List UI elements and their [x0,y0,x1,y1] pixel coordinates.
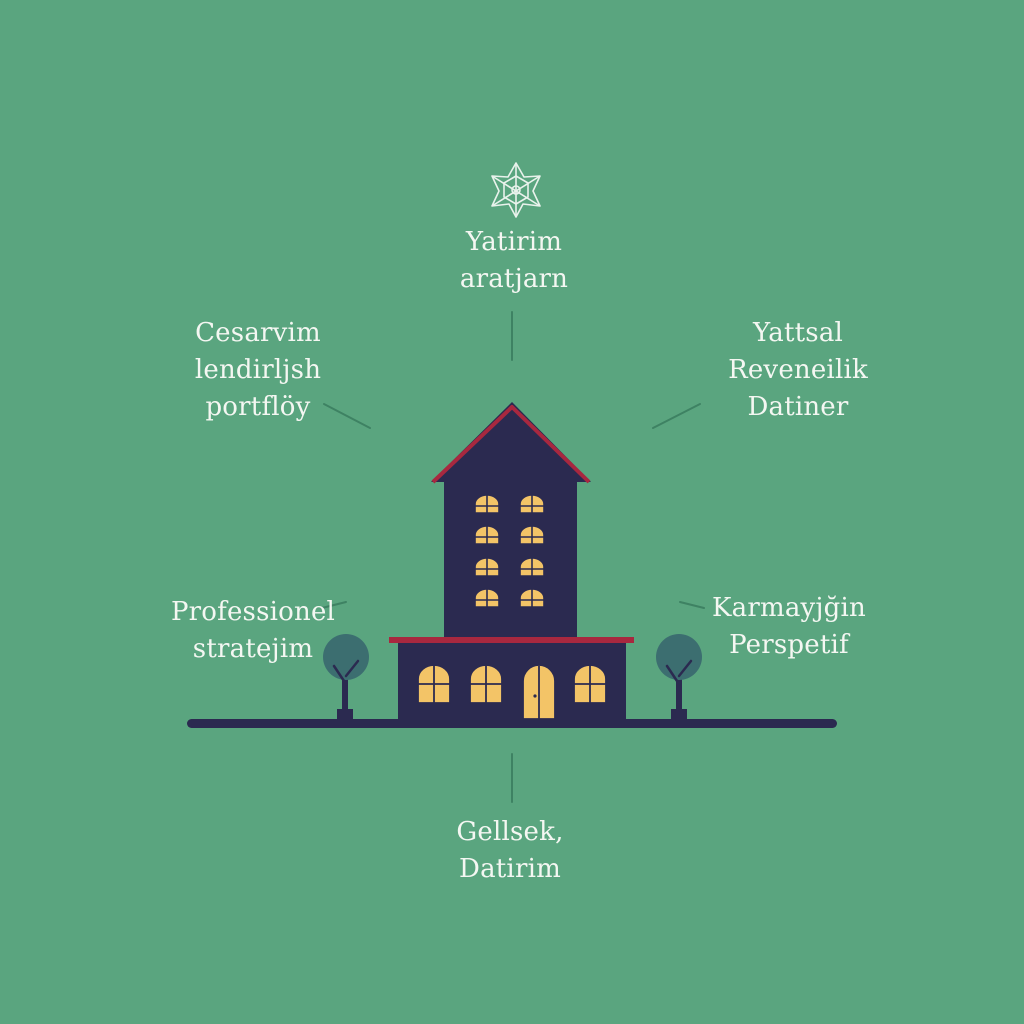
label-bottom: Gellsek, Datirim [410,814,610,888]
label-top-left-line2: lendirljsh [194,355,322,385]
ground-line [187,719,837,728]
building-door [522,664,556,720]
label-top: Yatirim aratjarn [414,224,614,298]
label-top-line2: aratjarn [459,264,569,294]
connector-top-right [652,403,701,429]
tree-left [323,634,369,720]
tower-windows [474,494,545,608]
roof-trim [431,405,591,484]
connector-middle-right [679,601,705,609]
label-top-right-line3: Datiner [747,392,849,422]
label-middle-right: Karmayjğin Perspetif [654,590,924,664]
building-tower [444,480,577,642]
building [389,402,634,722]
building-roof [431,402,591,482]
label-top-right-line1: Yattsal [752,318,844,348]
base-windows [417,664,607,704]
label-bottom-line2: Datirim [459,854,561,884]
label-top-right-line2: Reveneilik [728,355,868,385]
label-middle-left: Professionel stratejim [118,594,388,668]
label-middle-right-line1: Karmayjğin [712,593,866,623]
label-bottom-line1: Gellsek, [456,817,564,847]
connector-lines [321,311,705,803]
connector-middle-left [321,601,347,609]
label-middle-left-line1: Professionel [170,597,336,627]
label-top-left: Cesarvim lendirljsh portflöy [128,315,388,426]
label-middle-right-line2: Perspetif [729,630,849,660]
label-middle-left-line2: stratejim [192,634,314,664]
floor-trim [389,637,634,643]
connector-top-left [323,403,371,429]
tree-right [656,634,702,720]
label-top-right: Yattsal Reveneilik Datiner [668,315,928,426]
label-top-left-line3: portflöy [205,392,311,422]
label-top-left-line1: Cesarvim [195,318,321,348]
label-top-line1: Yatirim [465,227,563,257]
network-star-icon [491,162,541,218]
